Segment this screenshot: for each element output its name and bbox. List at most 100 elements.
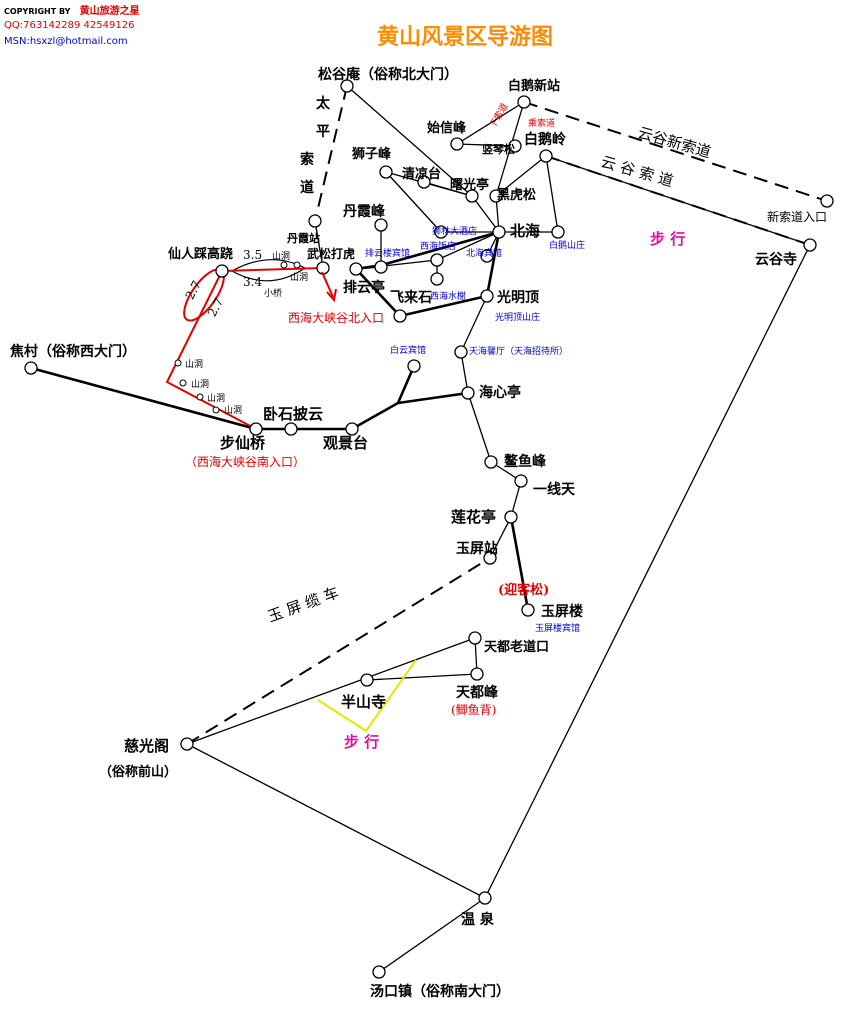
label-yixian: 一线天 — [533, 481, 576, 498]
map-nodes — [24, 79, 834, 979]
canyon-segment — [221, 267, 324, 272]
trail-segment — [495, 155, 547, 197]
trail-segment — [456, 143, 516, 147]
node-feilai — [393, 309, 407, 323]
label-haixin: 海心亭 — [479, 384, 521, 401]
qq-label: QQ:763142289 42549126 — [4, 20, 135, 31]
author-label: 黄山旅游之星 — [79, 6, 140, 17]
cableways — [186, 85, 828, 745]
trail-segment — [460, 295, 488, 353]
label-paiyunlou: 排云楼宾馆 — [365, 247, 410, 259]
header-copyright: COPYRIGHT BY 黄山旅游之星 — [4, 2, 140, 17]
label-buxian: 步仙桥 — [220, 434, 266, 452]
node-baiyun — [407, 359, 421, 373]
node-shizi — [379, 165, 393, 179]
node-baie — [517, 95, 531, 109]
node-tiandu — [470, 667, 484, 681]
node-shuguang — [465, 189, 479, 203]
node-baieling — [539, 149, 553, 163]
trail-segment — [397, 391, 469, 405]
label-xihaiS: （西海大峡谷南入口） — [185, 454, 305, 469]
cableway-segment — [314, 85, 348, 222]
label-yunguxin: 云谷新索道 — [636, 124, 713, 162]
label-yupingzhan: 玉屏站 — [456, 540, 498, 557]
node-paiyun — [349, 262, 363, 276]
label-guangming: 光明顶 — [496, 289, 539, 306]
node-guanjing — [345, 422, 359, 436]
node-tiandulao — [468, 631, 482, 645]
trail-network — [186, 85, 811, 973]
node-haixin — [461, 386, 475, 400]
walking-segment — [317, 659, 417, 733]
label-xiaoqiao: 小桥 — [264, 287, 282, 299]
label-xianren: 仙人踩高跷 — [168, 246, 233, 262]
trail-segment — [436, 231, 500, 261]
trail-segment — [489, 516, 512, 559]
west-sea-canyon-trail — [165, 267, 324, 430]
cave-node — [174, 359, 182, 367]
node-beihaibg — [480, 249, 494, 263]
walking-shortcut — [317, 659, 417, 733]
node-jiaocun — [24, 361, 38, 375]
cave-node — [179, 379, 187, 387]
node-xihaisx — [430, 272, 444, 286]
trail-segment — [30, 366, 257, 431]
label-woshi: 卧石披云 — [263, 405, 323, 423]
label-baie: 白鹅新站 — [508, 78, 560, 94]
node-shilin — [434, 225, 448, 239]
label-aoyu: 鳌鱼峰 — [504, 453, 547, 470]
label-feilai: 飞来石 — [390, 290, 432, 306]
node-wenquan — [478, 891, 492, 905]
node-baige — [551, 225, 565, 239]
node-guangming — [480, 289, 494, 303]
trail-segment — [460, 351, 469, 394]
node-yupinglou — [521, 603, 535, 617]
label-cave-2: 山洞 — [290, 272, 308, 283]
label-yupinglou: 玉屏楼 — [541, 603, 583, 620]
label-yplbg: 玉屏楼宾馆 — [535, 622, 580, 634]
label-baige: 白鹅山庄 — [549, 239, 585, 251]
node-beihai — [492, 225, 506, 239]
node-paiyunlou — [374, 260, 388, 274]
label-cave-1: 山洞 — [272, 251, 290, 262]
cableway-segment — [545, 155, 811, 246]
label-shixin: 始信峰 — [427, 120, 467, 136]
msn-label: MSN:hsxzl@hotmail.com — [4, 36, 128, 47]
cableway-segment — [523, 101, 828, 202]
trail-segment — [467, 392, 492, 463]
label-cave-6: 山洞 — [224, 405, 242, 416]
label-baieling: 白鹅岭 — [524, 131, 566, 148]
node-songgu — [340, 79, 354, 93]
trail-segment — [545, 155, 559, 233]
label-buxing2: 步 行 — [344, 733, 379, 751]
label-paiyun: 排云亭 — [343, 279, 385, 296]
trail-segment — [186, 637, 476, 745]
label-beihai: 北海 — [510, 222, 540, 240]
node-tangkou — [372, 965, 386, 979]
label-shangsuodao: 乘索道 — [528, 117, 555, 129]
label-yungusi: 云谷寺 — [755, 252, 797, 268]
label-cave-3: 山洞 — [185, 359, 203, 370]
label-danxiazhan: 丹霞站 — [287, 231, 320, 245]
label-yingke: (迎客松) — [498, 582, 549, 598]
label-baiyun: 白云宾馆 — [390, 344, 426, 356]
cableway-segment — [186, 557, 491, 745]
node-shuqin — [508, 139, 522, 153]
label-jiaocun: 焦村（俗称西大门） — [9, 343, 136, 360]
label-taiping-2: 平 — [316, 124, 330, 140]
map-title: 黄山风景区导游图 — [377, 24, 553, 50]
label-ciguang: 慈光阁 — [124, 737, 169, 755]
label-ciguang2: （俗称前山） — [99, 764, 177, 780]
trail-segment — [314, 220, 324, 269]
label-xihaisx: 西海水榭 — [430, 290, 466, 302]
label-cave-5: 山洞 — [207, 393, 225, 404]
label-d27a: 2.7 — [183, 278, 204, 301]
trail-segment — [346, 85, 473, 197]
node-lianhua — [504, 510, 518, 524]
label-yungusuo: 云 谷 索 道 — [599, 153, 675, 191]
label-d35: 3.5 — [243, 248, 262, 262]
label-shuqin: 竖琴松 — [482, 142, 515, 156]
trail-segment — [186, 743, 486, 899]
cave-node — [212, 406, 220, 414]
label-xihaiN: 西海大峡谷北入口 — [288, 310, 384, 325]
